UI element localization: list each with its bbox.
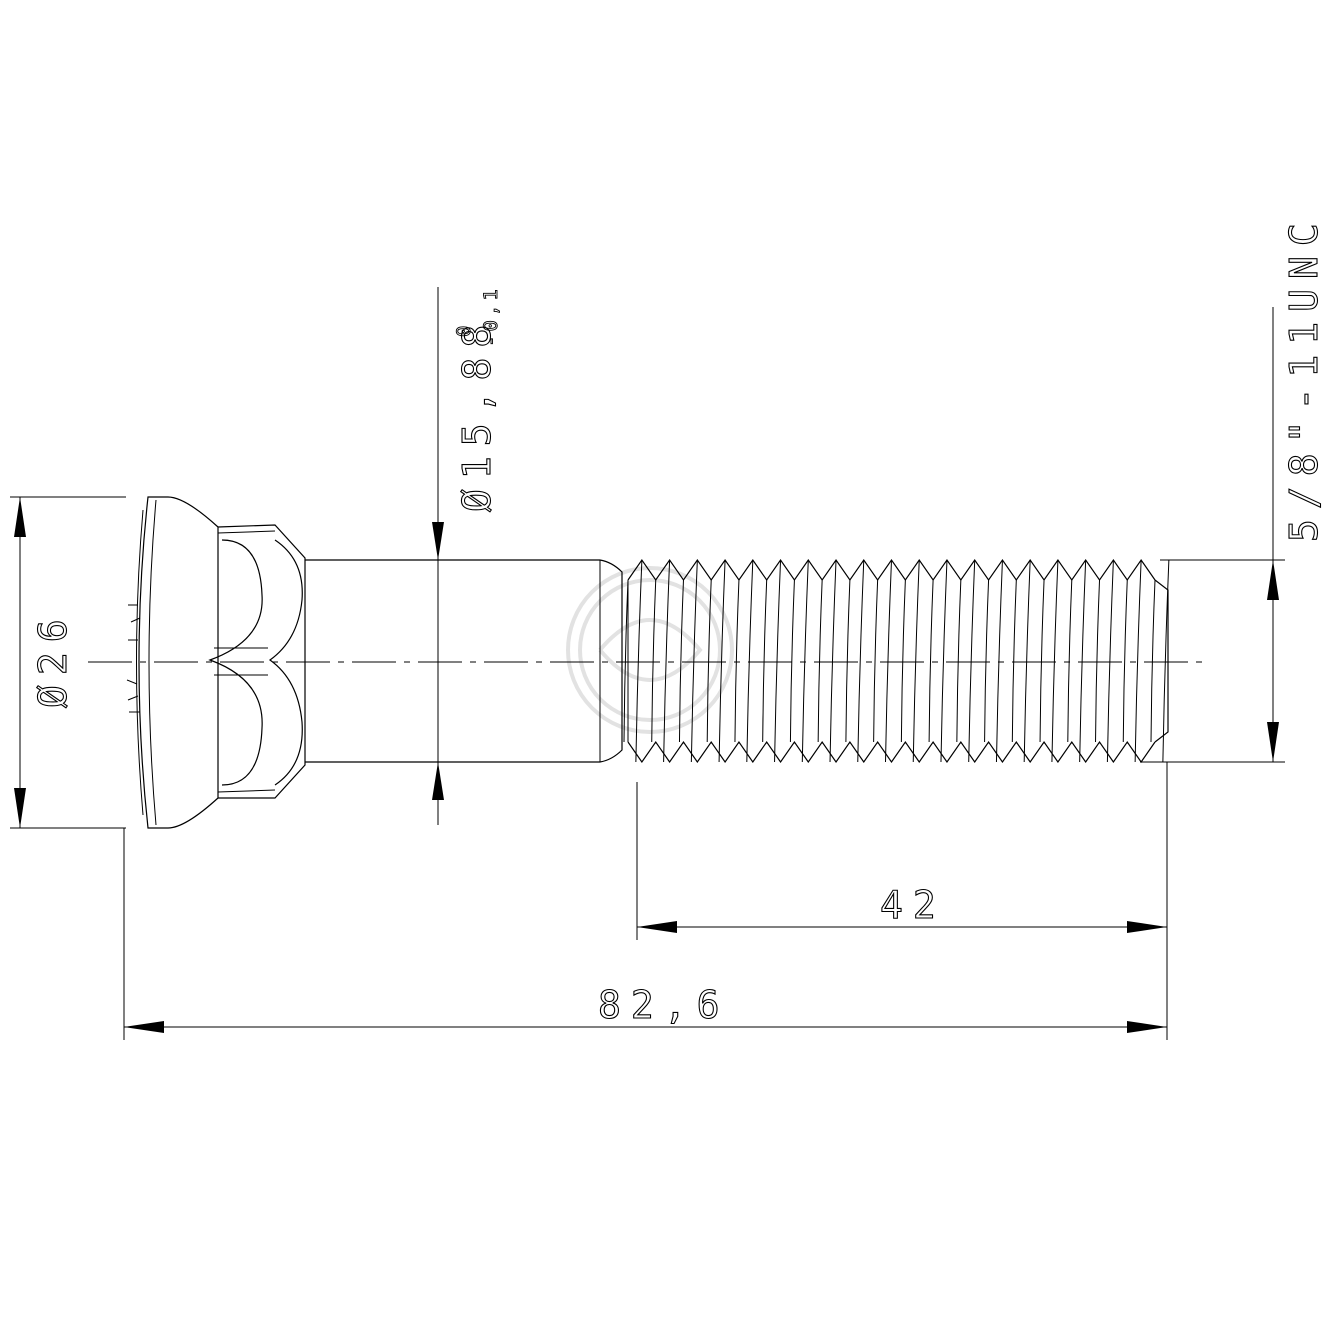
thread-crest-line bbox=[774, 559, 782, 763]
head-diameter-label: Ø26 bbox=[31, 609, 75, 708]
thread-crest-line bbox=[829, 559, 837, 763]
thread-root-line bbox=[762, 579, 768, 743]
dimension-head-diameter: Ø26 bbox=[10, 496, 126, 829]
hex-collar bbox=[208, 524, 306, 799]
thread-profile bbox=[627, 740, 1156, 764]
thread-root-line bbox=[1150, 579, 1156, 743]
thread-root-line bbox=[845, 579, 851, 743]
thread-chamfer bbox=[1154, 579, 1169, 743]
thread-crest-line bbox=[968, 559, 976, 763]
shank-diameter-label: Ø15,88 bbox=[455, 315, 499, 512]
thread-crest-line bbox=[1134, 559, 1142, 763]
thread-root-line bbox=[1039, 579, 1045, 743]
shank-tolerance-lower: -0,1 bbox=[480, 285, 502, 347]
thread-crest-line bbox=[635, 559, 643, 763]
thread-root-line bbox=[706, 579, 712, 743]
thread-root-line bbox=[928, 579, 934, 743]
thread-root-line bbox=[956, 579, 962, 743]
thread-root-line bbox=[734, 579, 740, 743]
thread-crest-line bbox=[940, 559, 948, 763]
bolt-head bbox=[126, 496, 219, 829]
thread-crest-line bbox=[995, 559, 1003, 763]
thread-crest-line bbox=[801, 559, 809, 763]
bolt-shank bbox=[305, 559, 623, 763]
thread-crest-line bbox=[690, 559, 698, 763]
thread-crest-line bbox=[1162, 559, 1170, 763]
thread-root-line bbox=[1122, 579, 1128, 743]
overall-length-label: 82,6 bbox=[598, 983, 730, 1027]
thread-length-label: 42 bbox=[880, 883, 946, 927]
thread-crest-line bbox=[746, 559, 754, 763]
thread-crest-line bbox=[1079, 559, 1087, 763]
thread-root-line bbox=[623, 579, 629, 743]
thread-crest-line bbox=[857, 559, 865, 763]
thread-crest-line bbox=[663, 559, 671, 763]
thread-root-line bbox=[900, 579, 906, 743]
thread-spec-label: 5/8"-11UNC bbox=[1282, 213, 1326, 542]
watermark-logo bbox=[566, 566, 734, 734]
thread-root-line bbox=[817, 579, 823, 743]
thread-root-line bbox=[984, 579, 990, 743]
thread-root-line bbox=[1067, 579, 1073, 743]
thread-root-line bbox=[678, 579, 684, 743]
thread-crest-line bbox=[1023, 559, 1031, 763]
dimension-overall-length: 82,6 bbox=[123, 828, 1167, 1040]
bolt-thread bbox=[623, 558, 1170, 764]
thread-crest-line bbox=[885, 559, 892, 763]
dimension-thread-length: 42 bbox=[636, 762, 1168, 1040]
thread-crest-line bbox=[718, 559, 726, 763]
thread-root-line bbox=[873, 579, 879, 743]
dimension-shank-diameter: Ø15,88 0 -0,1 bbox=[432, 285, 502, 825]
dimension-thread-spec: 5/8"-11UNC bbox=[1140, 213, 1327, 763]
thread-root-line bbox=[1011, 579, 1017, 743]
thread-root-line bbox=[789, 579, 795, 743]
thread-root-line bbox=[1095, 579, 1101, 743]
thread-crest-line bbox=[1106, 559, 1114, 763]
thread-crest-line bbox=[912, 559, 920, 763]
thread-crest-line bbox=[1051, 559, 1059, 763]
thread-root-line bbox=[651, 579, 657, 743]
shank-tolerance-upper: 0 bbox=[453, 322, 475, 337]
